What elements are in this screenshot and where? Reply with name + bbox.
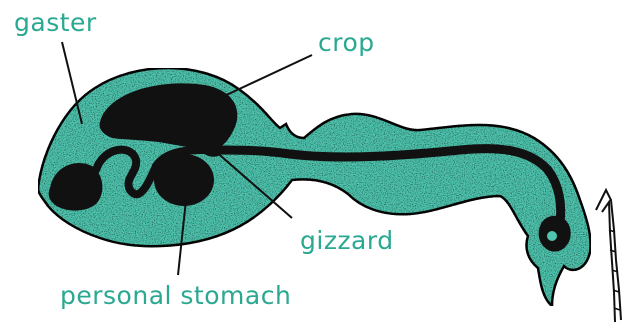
gizzard-label: gizzard bbox=[300, 228, 394, 253]
crop-leader-line bbox=[220, 55, 312, 98]
gaster-label: gaster bbox=[14, 10, 97, 35]
personal-stomach-organ bbox=[154, 154, 214, 206]
crop-label: crop bbox=[318, 30, 375, 55]
personal-stomach-label: personal stomach bbox=[60, 283, 291, 308]
